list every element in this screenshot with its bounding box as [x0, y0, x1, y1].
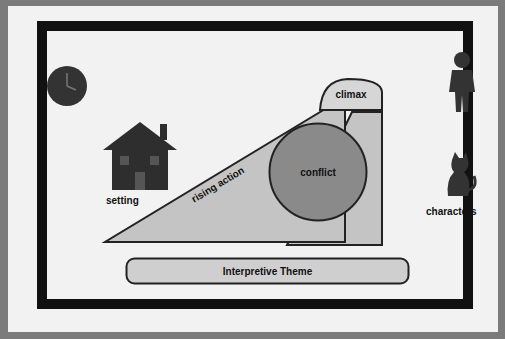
house-icon	[103, 122, 177, 190]
node-text: Interpretive Theme	[223, 266, 312, 277]
theme-band: Interpretive Theme	[125, 257, 410, 285]
clock-icon	[47, 66, 87, 106]
cat-icon	[448, 152, 476, 196]
board-frame	[42, 26, 468, 304]
board	[8, 6, 498, 332]
icon-label: characters	[426, 206, 477, 217]
node-text: conflict	[300, 167, 336, 178]
icon-label: setting	[106, 195, 139, 206]
climax-piece: climax	[318, 76, 384, 112]
person-icon	[449, 52, 475, 112]
conflict-circle: conflict	[268, 122, 368, 222]
node-text: climax	[335, 89, 366, 100]
